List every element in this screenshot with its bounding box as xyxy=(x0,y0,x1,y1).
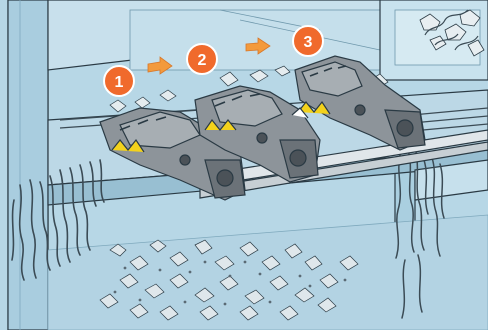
rebar-right xyxy=(395,149,445,319)
rebar-upper-right xyxy=(424,9,479,51)
arrow-step-1-to-2 xyxy=(147,56,173,75)
crusher-1-teeth xyxy=(111,138,145,153)
step-badge-3: 3 xyxy=(292,25,324,57)
left-column-face xyxy=(7,0,49,330)
rubble-pile-floor xyxy=(99,239,359,321)
arrow-step-2-to-3 xyxy=(245,37,271,55)
step-number-1: 1 xyxy=(115,74,124,91)
rubble-dots xyxy=(113,260,347,306)
step-badge-2: 2 xyxy=(186,43,218,75)
crusher-step-3 xyxy=(291,55,426,151)
crusher-step-2 xyxy=(194,85,321,183)
crusher-3-teeth xyxy=(297,100,331,115)
step-badge-1: 1 xyxy=(103,65,135,97)
step-number-2: 2 xyxy=(198,52,207,69)
rebar-left xyxy=(11,159,105,281)
crusher-2-teeth xyxy=(204,118,237,131)
step-number-3: 3 xyxy=(304,34,313,51)
